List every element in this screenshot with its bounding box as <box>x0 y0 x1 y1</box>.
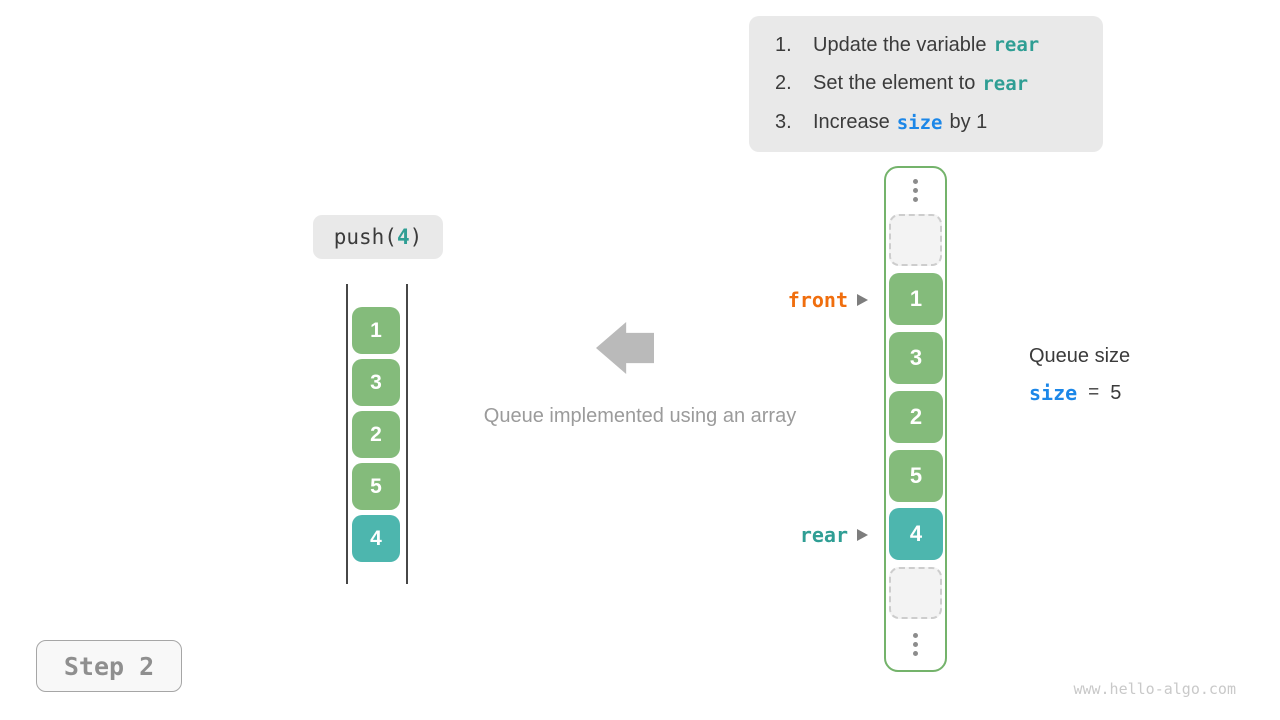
queue-left-rail <box>346 284 348 584</box>
front-pointer-label: front <box>787 288 848 312</box>
array-cell: 3 <box>889 332 943 384</box>
vertical-ellipsis-icon <box>913 179 918 202</box>
size-value: 5 <box>1110 381 1122 404</box>
queue-size-value-row: size = 5 <box>1029 381 1121 405</box>
code-token-rear: rear <box>982 72 1029 95</box>
site-watermark: www.hello-algo.com <box>1073 680 1236 698</box>
step-text-post: by 1 <box>949 111 988 134</box>
step-number: 3. <box>775 111 792 134</box>
queue-right-rail <box>406 284 408 584</box>
step-number: 2. <box>775 72 792 95</box>
code-token-size: size <box>896 111 943 134</box>
vertical-ellipsis-icon <box>913 633 918 656</box>
size-variable: size <box>1029 381 1078 405</box>
empty-array-slot <box>889 214 942 266</box>
queue-cell: 3 <box>352 359 400 406</box>
instruction-step-3: 3. Increase size by 1 <box>775 111 1103 134</box>
queue-cell-pushed: 4 <box>352 515 400 562</box>
step-text: Set the element to <box>813 72 976 95</box>
push-call-suffix: ) <box>409 225 423 249</box>
diagram-caption: Queue implemented using an array <box>483 405 797 427</box>
array-cell-pushed: 4 <box>889 508 943 560</box>
left-block-arrow-icon <box>596 322 654 374</box>
step-badge: Step 2 <box>36 640 182 692</box>
push-call-argument: 4 <box>396 225 410 249</box>
queue-cell: 5 <box>352 463 400 510</box>
instruction-panel: 1. Update the variable rear 2. Set the e… <box>749 16 1103 152</box>
queue-cell: 2 <box>352 411 400 458</box>
instruction-step-2: 2. Set the element to rear <box>775 72 1103 95</box>
push-call-badge: push(4) <box>313 215 443 259</box>
code-token-rear: rear <box>993 34 1040 57</box>
rear-pointer-label: rear <box>799 523 848 547</box>
array-cell: 2 <box>889 391 943 443</box>
step-number: 1. <box>775 33 792 56</box>
instruction-step-1: 1. Update the variable rear <box>775 34 1103 57</box>
empty-array-slot <box>889 567 942 619</box>
front-pointer-row: front <box>660 288 868 312</box>
step-text: Increase <box>813 111 890 134</box>
push-call-prefix: push( <box>333 225 397 249</box>
queue-size-title: Queue size <box>1029 345 1131 367</box>
queue-cell: 1 <box>352 307 400 354</box>
front-pointer-arrow-icon <box>857 294 868 306</box>
step-text: Update the variable <box>813 33 987 56</box>
rear-pointer-arrow-icon <box>857 529 868 541</box>
array-cell: 5 <box>889 450 943 502</box>
rear-pointer-row: rear <box>660 523 868 547</box>
array-cell: 1 <box>889 273 943 325</box>
equals-sign: = <box>1088 382 1100 403</box>
